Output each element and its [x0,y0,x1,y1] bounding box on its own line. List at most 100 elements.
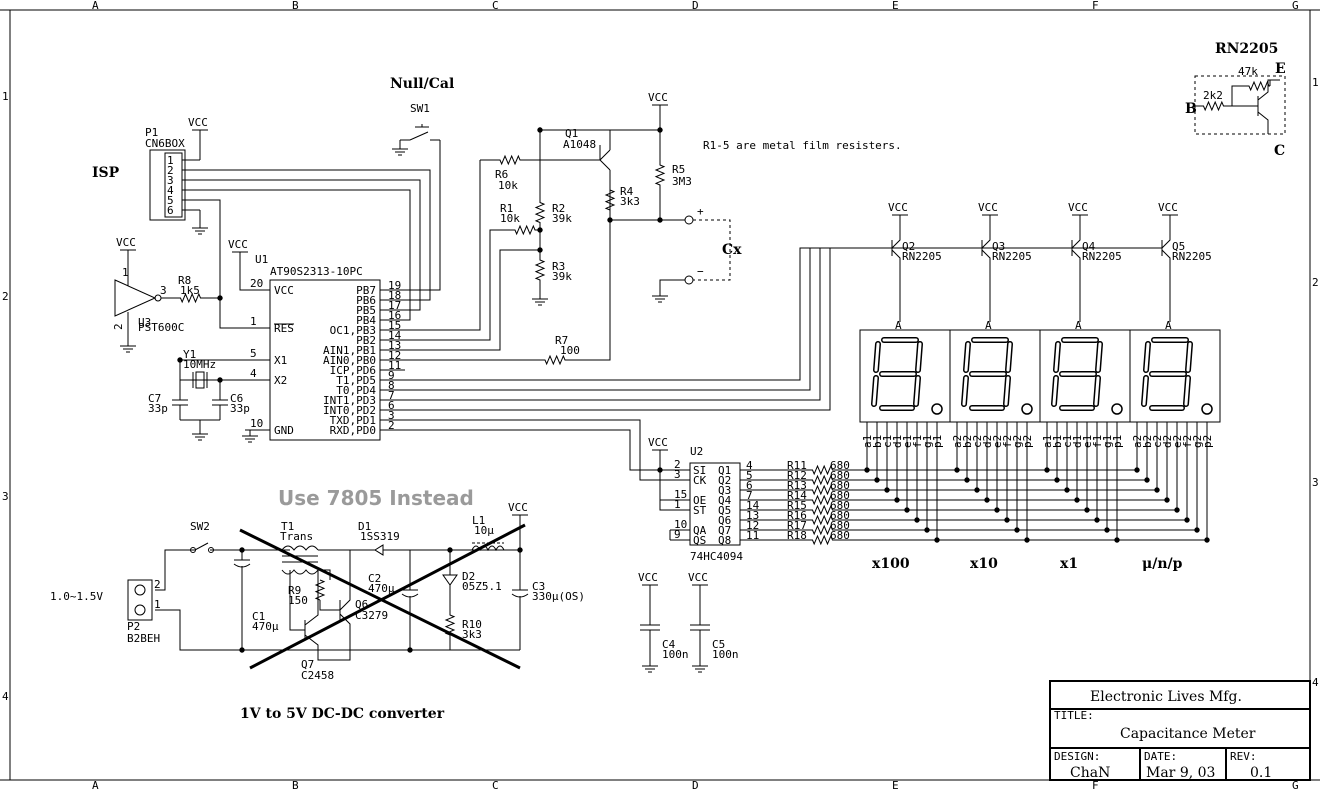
isp-label: ISP [92,165,120,181]
r8-value: 1k5 [180,284,200,297]
sw1-switch [400,124,440,141]
mcu-right-pin-num: 16 [388,309,401,322]
q7-ref: Q7 [301,658,314,671]
r8-resistor [161,292,220,304]
segment-resistor-value: 680 [830,489,850,502]
d2-ref: D2 [462,570,475,583]
segment-pin-label: a1 [1041,435,1054,448]
p2-pin2-num: 2 [154,578,161,591]
mcu-right-pin-name: T0,PD4 [336,384,376,397]
segment-resistor-value: 680 [830,499,850,512]
p2-connector [127,579,153,621]
segment-resistor-value: 680 [830,479,850,492]
digit-label: μ/n/p [1142,556,1183,572]
segment-resistor-ref: R15 [787,499,807,512]
segment-resistor [810,524,835,536]
ground-symbol [392,143,408,156]
vcc-symbol [652,449,668,460]
segment-pin-label: a1 [861,435,874,448]
isp-header-ref: P1 [145,126,158,139]
shift-right-num: 5 [746,469,753,482]
frame-row-label-left: 3 [2,490,9,503]
isp-pin-num: 4 [167,184,174,197]
r6-resistor [480,154,540,166]
segment-pin-label: b2 [1141,435,1154,448]
segment-resistor-value: 680 [830,469,850,482]
mcu-right-pin-name: TXD,PD1 [330,414,376,427]
vcc-label: VCC [978,201,998,214]
mcu-right-pin-num: 19 [388,279,401,292]
sw1-to-pb7 [405,140,441,291]
segment-pin-label: f1 [1091,435,1104,448]
dcdc-title: 1V to 5V DC-DC converter [240,706,445,722]
anode-label: A [985,319,992,332]
mcu-right-pin-num: 15 [388,319,401,332]
l1-coil [471,545,505,552]
t1-ref: T1 [281,520,294,533]
frame-row-label-left: 1 [2,90,9,103]
segment-pin-label: p2 [1021,435,1034,448]
mcu-right-pin-name: ICP,PD6 [330,364,376,377]
bypass-value: 100n [712,648,739,661]
ground-symbol [642,660,658,673]
bypass-ref: C4 [662,638,676,651]
segment-pin-label: d2 [1161,435,1174,448]
title-block [1049,680,1311,781]
frame-col-label-top: D [692,0,699,12]
frame-col-label-bottom: G [1292,779,1299,790]
isp-pin-num: 3 [167,174,174,187]
segment-pin-label: p2 [1201,435,1214,448]
p2-part: B2BEH [127,632,160,645]
segment-pin-label: c1 [1061,435,1074,448]
isp-header-inner [164,152,183,218]
mcu-right-pin-num: 12 [388,349,401,362]
p2-pin1 [134,604,146,616]
mcu-right-pin-name: PB2 [356,334,376,347]
crystal-body [195,371,205,389]
seven-seg-digit [1141,337,1193,411]
segment-resistor-value: 680 [830,459,850,472]
u3-output-bubble [154,294,162,302]
junction-dot [217,377,223,383]
r5-ref: R5 [672,163,685,176]
shift-left-num: 15 [674,488,687,501]
digit-transistor-part: RN2205 [992,250,1032,263]
design-label: DESIGN: [1054,750,1100,763]
isp-pin-num: 6 [167,204,174,217]
st-wire [659,500,670,511]
segment-resistor [810,474,835,486]
y1-ref: Y1 [183,348,196,361]
metal-film-note: R1-5 are metal film resisters. [703,139,902,152]
ground-symbol [652,290,668,303]
junction-dot [537,127,543,133]
segment-resistor [810,514,835,526]
shift-left-name: QS [693,534,706,547]
c1-capacitor [233,550,251,576]
u3-pin1: 1 [122,266,129,279]
mcu-left-pin-num: 20 [250,277,263,290]
r1-resistor [510,224,540,236]
frame-row-label-right: 3 [1312,476,1319,489]
mcu-right-pin-num: 14 [388,329,402,342]
mcu-left-pin-name: VCC [274,284,294,297]
vcc-symbol [512,514,528,525]
frame-col-label-top: A [92,0,99,12]
digit-transistor-ref: Q4 [1082,240,1096,253]
q6-part: C3279 [355,609,388,622]
r6-ref: R6 [495,168,508,181]
mcu-left-pin-num: 4 [250,367,257,380]
transformer-core [282,555,318,563]
segment-pin-label: f2 [1001,435,1014,448]
digit-transistor-ref: Q3 [992,240,1005,253]
u3-pin2: 2 [112,323,125,330]
shift-right-num: 6 [746,479,753,492]
segment-pin-label: e2 [991,435,1004,448]
frame-col-label-top: G [1292,0,1299,12]
d2-zener [442,550,458,610]
shift-left-name: ST [693,504,707,517]
mcu-right-pin-name: INT1,PD3 [323,394,376,407]
shift-left-num: 2 [674,458,681,471]
frame-col-label-bottom: B [292,779,299,790]
frame-col-label-bottom: F [1092,779,1099,790]
anode-label: A [1075,319,1082,332]
